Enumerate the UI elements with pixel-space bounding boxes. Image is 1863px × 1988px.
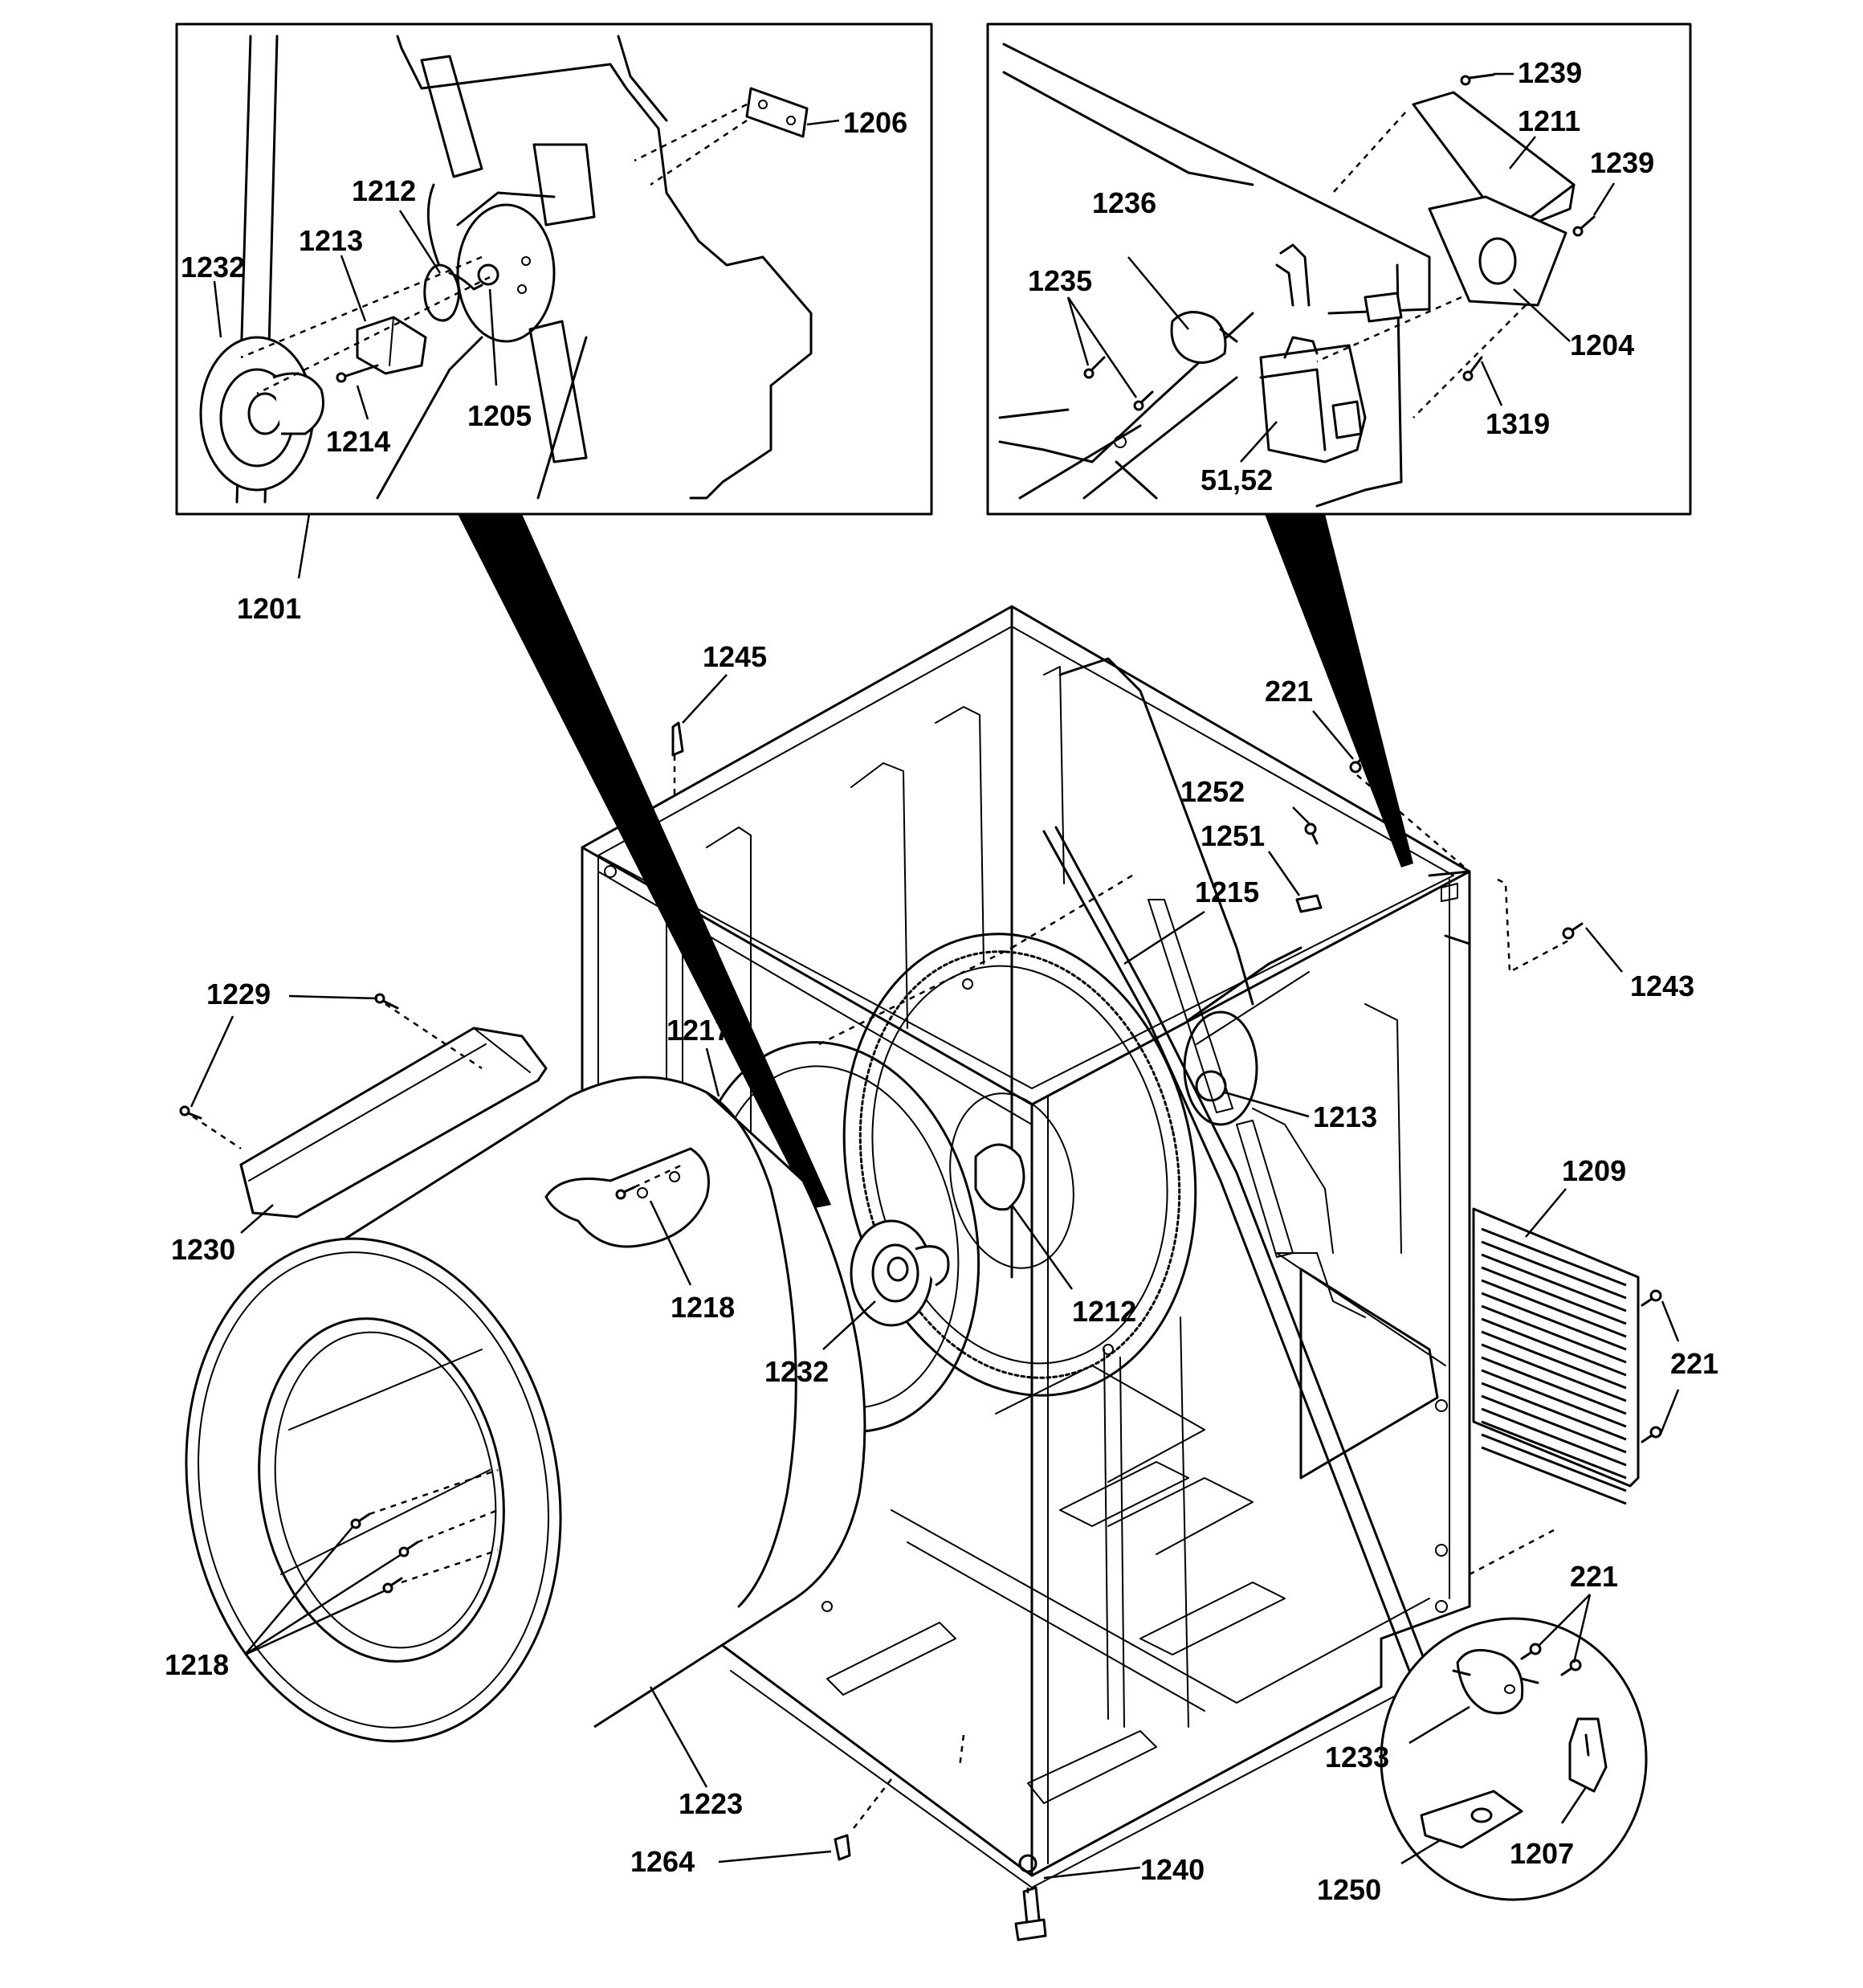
leader-lines-main: [190, 674, 1680, 1880]
dryer-drum-1223: [185, 1076, 866, 1743]
screw-221-detail-a: [1520, 1643, 1542, 1660]
grille-lines: [1481, 1227, 1627, 1505]
label-1213-main: 1213: [1313, 1100, 1377, 1133]
label-1218-drum: 1218: [165, 1648, 229, 1681]
label-1212: 1212: [352, 174, 416, 207]
screw-1243: [1562, 922, 1584, 940]
label-51-52: 51,52: [1201, 463, 1273, 496]
grille-slat: [1481, 1343, 1627, 1402]
label-1239-top: 1239: [1518, 56, 1582, 89]
grille-slat: [1481, 1292, 1627, 1351]
dryer-cabinet: [581, 605, 1471, 1888]
grille-slat: [1481, 1394, 1627, 1454]
drive-belt: [1042, 830, 1411, 1672]
grille-slat: [1481, 1266, 1627, 1325]
screw-1218-drum-a: [350, 1512, 371, 1529]
screw-1319: [1462, 356, 1483, 382]
label-1230: 1230: [171, 1233, 235, 1266]
grille-slat: [1481, 1330, 1627, 1390]
label-1212-main: 1212: [1072, 1295, 1136, 1328]
label-1232: 1232: [181, 251, 245, 284]
rear-panel-1209: [1472, 1207, 1640, 1505]
foot-1240: [1014, 1886, 1047, 1941]
screw-1252: [1304, 823, 1319, 845]
grille-slat: [1481, 1317, 1627, 1377]
label-1233: 1233: [1325, 1741, 1389, 1774]
label-221-detail: 221: [1570, 1560, 1618, 1593]
screw-1245: [671, 721, 684, 757]
grille-slat: [1481, 1304, 1627, 1364]
label-1232-main: 1232: [764, 1355, 829, 1388]
label-1251: 1251: [1201, 819, 1265, 852]
detail-circle-thermostat: [1380, 1617, 1648, 1901]
grille-slat: [1481, 1369, 1627, 1428]
label-1205: 1205: [467, 399, 532, 432]
grille-slat: [1481, 1356, 1627, 1415]
part-labels: 1206 1212 1213 1232 1214 1205 1201 1239 …: [165, 56, 1718, 1906]
label-1217: 1217: [667, 1014, 731, 1047]
projection-beam-right: [1265, 514, 1413, 867]
inset-frame-left: [175, 22, 933, 516]
clip-1264: [834, 1834, 851, 1861]
screw-1218-drum-b: [398, 1541, 419, 1557]
label-1240: 1240: [1140, 1853, 1205, 1886]
screw-1218-drum-c: [382, 1577, 403, 1594]
screw-1239-right: [1572, 215, 1596, 237]
label-1206: 1206: [843, 106, 907, 139]
inset-idler-assembly: [175, 22, 933, 579]
grille-slat: [1481, 1279, 1627, 1338]
label-1218-baffle: 1218: [671, 1291, 735, 1324]
grille-slat: [1481, 1253, 1627, 1312]
screw-221-detail-b: [1560, 1659, 1582, 1676]
screw-221-right-a: [1641, 1289, 1662, 1307]
label-1207: 1207: [1510, 1837, 1574, 1870]
screw-1235: [1083, 356, 1154, 411]
label-1213: 1213: [299, 224, 363, 257]
label-1209: 1209: [1562, 1154, 1626, 1187]
screw-221-right-b: [1641, 1426, 1662, 1443]
grille-slat: [1481, 1420, 1627, 1480]
grille-slat: [1481, 1407, 1627, 1467]
exhaust-duct-1230: [239, 1027, 548, 1219]
label-1211: 1211: [1518, 104, 1580, 137]
grille-slat: [1481, 1446, 1627, 1505]
label-1223: 1223: [679, 1787, 743, 1820]
label-1215: 1215: [1195, 876, 1259, 908]
screw-1229-b: [179, 1105, 202, 1120]
label-1214: 1214: [326, 425, 390, 458]
label-1250: 1250: [1317, 1873, 1381, 1906]
label-1252: 1252: [1180, 775, 1245, 808]
fasteners-main: [179, 721, 1662, 1941]
label-1201: 1201: [237, 592, 301, 625]
label-221-right: 221: [1670, 1347, 1718, 1380]
label-1243: 1243: [1630, 970, 1694, 1002]
label-1239-right: 1239: [1590, 146, 1654, 179]
inset-terminal-block: [986, 22, 1692, 516]
label-1236: 1236: [1092, 186, 1156, 219]
screw-221-top: [1349, 749, 1371, 774]
grille-slat: [1481, 1240, 1627, 1300]
rear-drum-bulkhead: [842, 933, 1197, 1397]
screw-1239-top: [1460, 73, 1495, 86]
label-1264: 1264: [630, 1845, 695, 1878]
inset-frame-right: [986, 22, 1692, 516]
label-1204: 1204: [1570, 329, 1634, 361]
label-1319: 1319: [1486, 407, 1550, 440]
clip-1251: [1295, 894, 1323, 913]
grille-slat: [1481, 1382, 1627, 1441]
screw-1218-baffle: [615, 1186, 636, 1200]
grille-slat: [1481, 1433, 1627, 1492]
label-1229: 1229: [206, 978, 271, 1010]
projection-beam-left: [458, 514, 831, 1209]
grille-slat: [1481, 1227, 1627, 1287]
label-221-top: 221: [1265, 675, 1313, 708]
label-1245: 1245: [703, 640, 767, 673]
dashed-alignment-lines: [192, 755, 1571, 1896]
label-1235: 1235: [1028, 264, 1092, 297]
bearing-1232-main: [850, 1219, 950, 1327]
